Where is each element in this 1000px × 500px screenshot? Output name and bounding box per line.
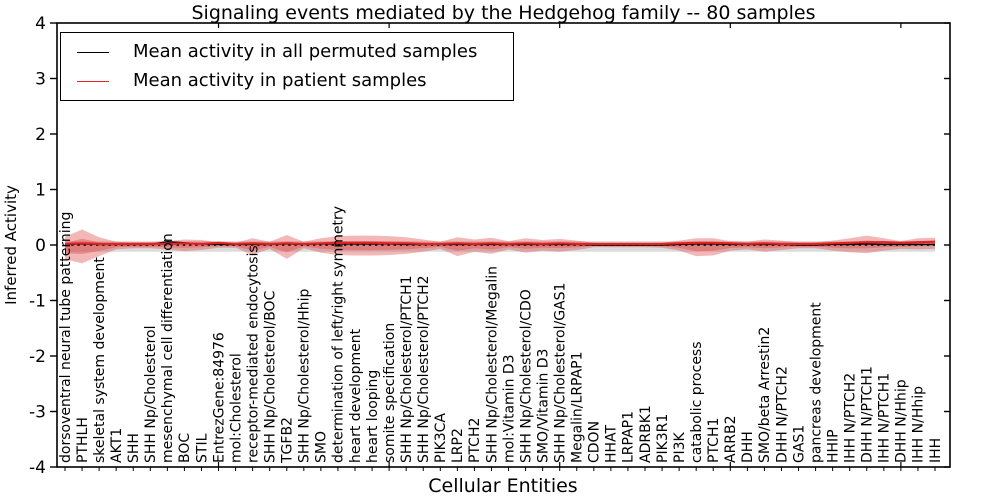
- x-entity-label: mesenchymal cell differentiation: [160, 233, 176, 463]
- y-tick-label: 1: [35, 181, 46, 201]
- black-line-icon: [77, 51, 109, 53]
- x-entity-label: AKT1: [109, 428, 125, 463]
- red-line-icon: [77, 80, 109, 82]
- x-entity-label: IHH N/Hhip: [911, 386, 927, 463]
- chart-title: Signaling events mediated by the Hedgeho…: [191, 2, 816, 24]
- patient-activity-band-outer: [65, 229, 935, 264]
- legend-entry-patient: Mean activity in patient samples: [77, 70, 513, 92]
- y-tick-label: 2: [35, 125, 46, 145]
- x-entity-label: determination of left/right symmetry: [331, 206, 347, 463]
- x-entity-label: heart looping: [365, 370, 381, 463]
- x-entity-label: Megalin/LRPAP1: [570, 351, 586, 463]
- x-entity-label: dorsoventral neural tube patterning: [58, 212, 74, 463]
- x-entity-label: mol:Cholesterol: [228, 353, 244, 463]
- x-entity-label: DHH N/Hhip: [894, 379, 910, 463]
- x-entity-label: ADRBK1: [638, 405, 654, 463]
- x-entity-label: pancreas development: [808, 302, 824, 463]
- y-tick-label: -1: [29, 292, 46, 312]
- x-entity-label: PIK3CA: [433, 413, 449, 463]
- x-entity-label: BOC: [177, 433, 193, 463]
- x-entity-label: mol:Vitamin D3: [501, 354, 517, 463]
- x-entity-label: SHH Np/Cholesterol/GAS1: [553, 283, 569, 463]
- y-tick-label: 4: [35, 14, 46, 34]
- x-entity-label: SHH Np/Cholesterol/PTCH2: [416, 275, 432, 463]
- y-tick-label: 0: [35, 236, 46, 256]
- x-entity-label: HHAT: [604, 424, 620, 463]
- x-entity-label: SMO/beta Arrestin2: [757, 327, 773, 463]
- x-entity-label: somite specification: [382, 323, 398, 463]
- x-entity-label: IHH N/PTCH1: [877, 373, 893, 463]
- x-entity-label: IHH: [928, 438, 944, 463]
- x-entity-label: IHH N/PTCH2: [843, 373, 859, 463]
- x-entity-label: STIL: [194, 433, 210, 463]
- x-entity-label: PTHLH: [75, 417, 91, 463]
- x-entity-label: ARRB2: [723, 415, 739, 463]
- x-entity-label: SMO/Vitamin D3: [535, 349, 551, 463]
- x-entity-label: GAS1: [791, 425, 807, 463]
- x-entity-label: PTCH1: [706, 418, 722, 463]
- legend-label-permuted: Mean activity in all permuted samples: [133, 41, 478, 62]
- y-axis-label: Inferred Activity: [2, 185, 20, 305]
- legend: Mean activity in all permuted samples Me…: [60, 32, 514, 101]
- x-entity-label: SHH: [126, 433, 142, 463]
- x-entity-label: skeletal system development: [92, 257, 108, 463]
- x-entity-label: DHH N/PTCH1: [860, 366, 876, 463]
- x-entity-label: heart development: [348, 328, 364, 463]
- x-entity-label: SHH Np/Cholesterol/PTCH1: [399, 275, 415, 463]
- x-axis-label: Cellular Entities: [428, 475, 577, 497]
- x-entity-label: CDON: [587, 421, 603, 463]
- x-entity-label: LRP2: [450, 428, 466, 463]
- x-entity-label: DHH N/PTCH2: [774, 366, 790, 463]
- y-tick-label: -2: [29, 347, 46, 367]
- x-entity-label: PIK3R1: [655, 414, 671, 463]
- patient-mean-line: [64, 240, 936, 246]
- legend-label-patient: Mean activity in patient samples: [133, 70, 427, 91]
- x-entity-label: LRPAP1: [621, 411, 637, 463]
- x-entity-label: SHH Np/Cholesterol/BOC: [263, 290, 279, 463]
- x-entity-label: catabolic process: [689, 341, 705, 463]
- x-entity-label: PTCH2: [467, 418, 483, 463]
- legend-entry-permuted: Mean activity in all permuted samples: [77, 41, 513, 63]
- x-entity-label: DHH: [740, 431, 756, 463]
- x-entity-label: PI3K: [672, 432, 688, 463]
- x-entity-label: SHH Np/Cholesterol/CDO: [518, 289, 534, 463]
- y-tick-label: -3: [29, 403, 46, 423]
- x-entity-label: receptor-mediated endocytosis: [245, 245, 261, 463]
- x-entity-label: SHH Np/Cholesterol/Megalin: [484, 266, 500, 463]
- x-entity-label: HHIP: [825, 429, 841, 463]
- x-entity-label: EntrezGene:84976: [211, 332, 227, 463]
- y-tick-label: -4: [29, 458, 46, 478]
- y-tick-label: 3: [35, 70, 46, 90]
- x-entity-label: TGFB2: [280, 417, 296, 464]
- x-entity-label: SHH Np/Cholesterol/Hhip: [297, 289, 313, 463]
- x-entity-label: SHH Np/Cholesterol: [143, 326, 159, 463]
- x-entity-label: SMO: [314, 431, 330, 463]
